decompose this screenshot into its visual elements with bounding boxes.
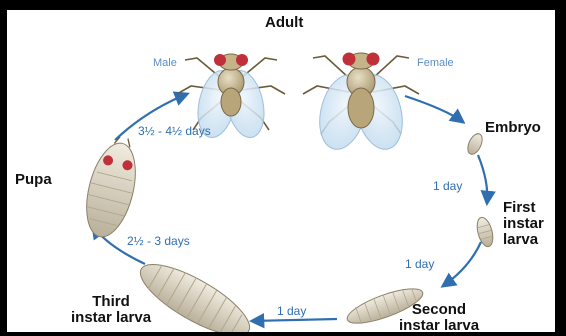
pupa-image	[78, 132, 145, 242]
embryo-image	[465, 131, 485, 156]
embryo-label: Embryo	[485, 120, 541, 136]
cycle-drawing	[7, 10, 555, 332]
duration-third-to-pupa: 2½ - 3 days	[127, 235, 190, 248]
first-instar-label: First instar larva	[503, 200, 544, 247]
second-instar-label: Second instar larva	[399, 302, 479, 332]
third-instar-line-2: instar larva	[71, 310, 151, 326]
second-instar-line-1: Second	[399, 302, 479, 318]
arrow-embryo-to-first	[478, 155, 487, 203]
male-label: Male	[153, 58, 177, 70]
female-fly	[303, 53, 419, 155]
duration-pupa-to-adult: 3½ - 4½ days	[138, 125, 211, 138]
duration-embryo-to-first: 1 day	[433, 180, 462, 193]
adult-label: Adult	[265, 15, 303, 31]
third-instar-label: Third instar larva	[71, 294, 151, 326]
third-instar-line-1: Third	[71, 294, 151, 310]
first-instar-image	[474, 216, 495, 249]
first-instar-line-2: instar	[503, 216, 544, 232]
duration-first-to-second: 1 day	[405, 258, 434, 271]
first-instar-line-1: First	[503, 200, 544, 216]
pupa-label: Pupa	[15, 172, 52, 188]
arrow-second-to-third	[252, 319, 337, 321]
female-label: Female	[417, 58, 454, 70]
first-instar-line-3: larva	[503, 232, 544, 248]
arrow-female-to-embryo	[405, 96, 463, 122]
second-instar-line-2: instar larva	[399, 318, 479, 332]
duration-second-to-third: 1 day	[277, 305, 306, 318]
diagram-panel: Adult Male Female Embryo First instar la…	[7, 10, 555, 332]
arrow-first-to-second	[443, 242, 481, 286]
